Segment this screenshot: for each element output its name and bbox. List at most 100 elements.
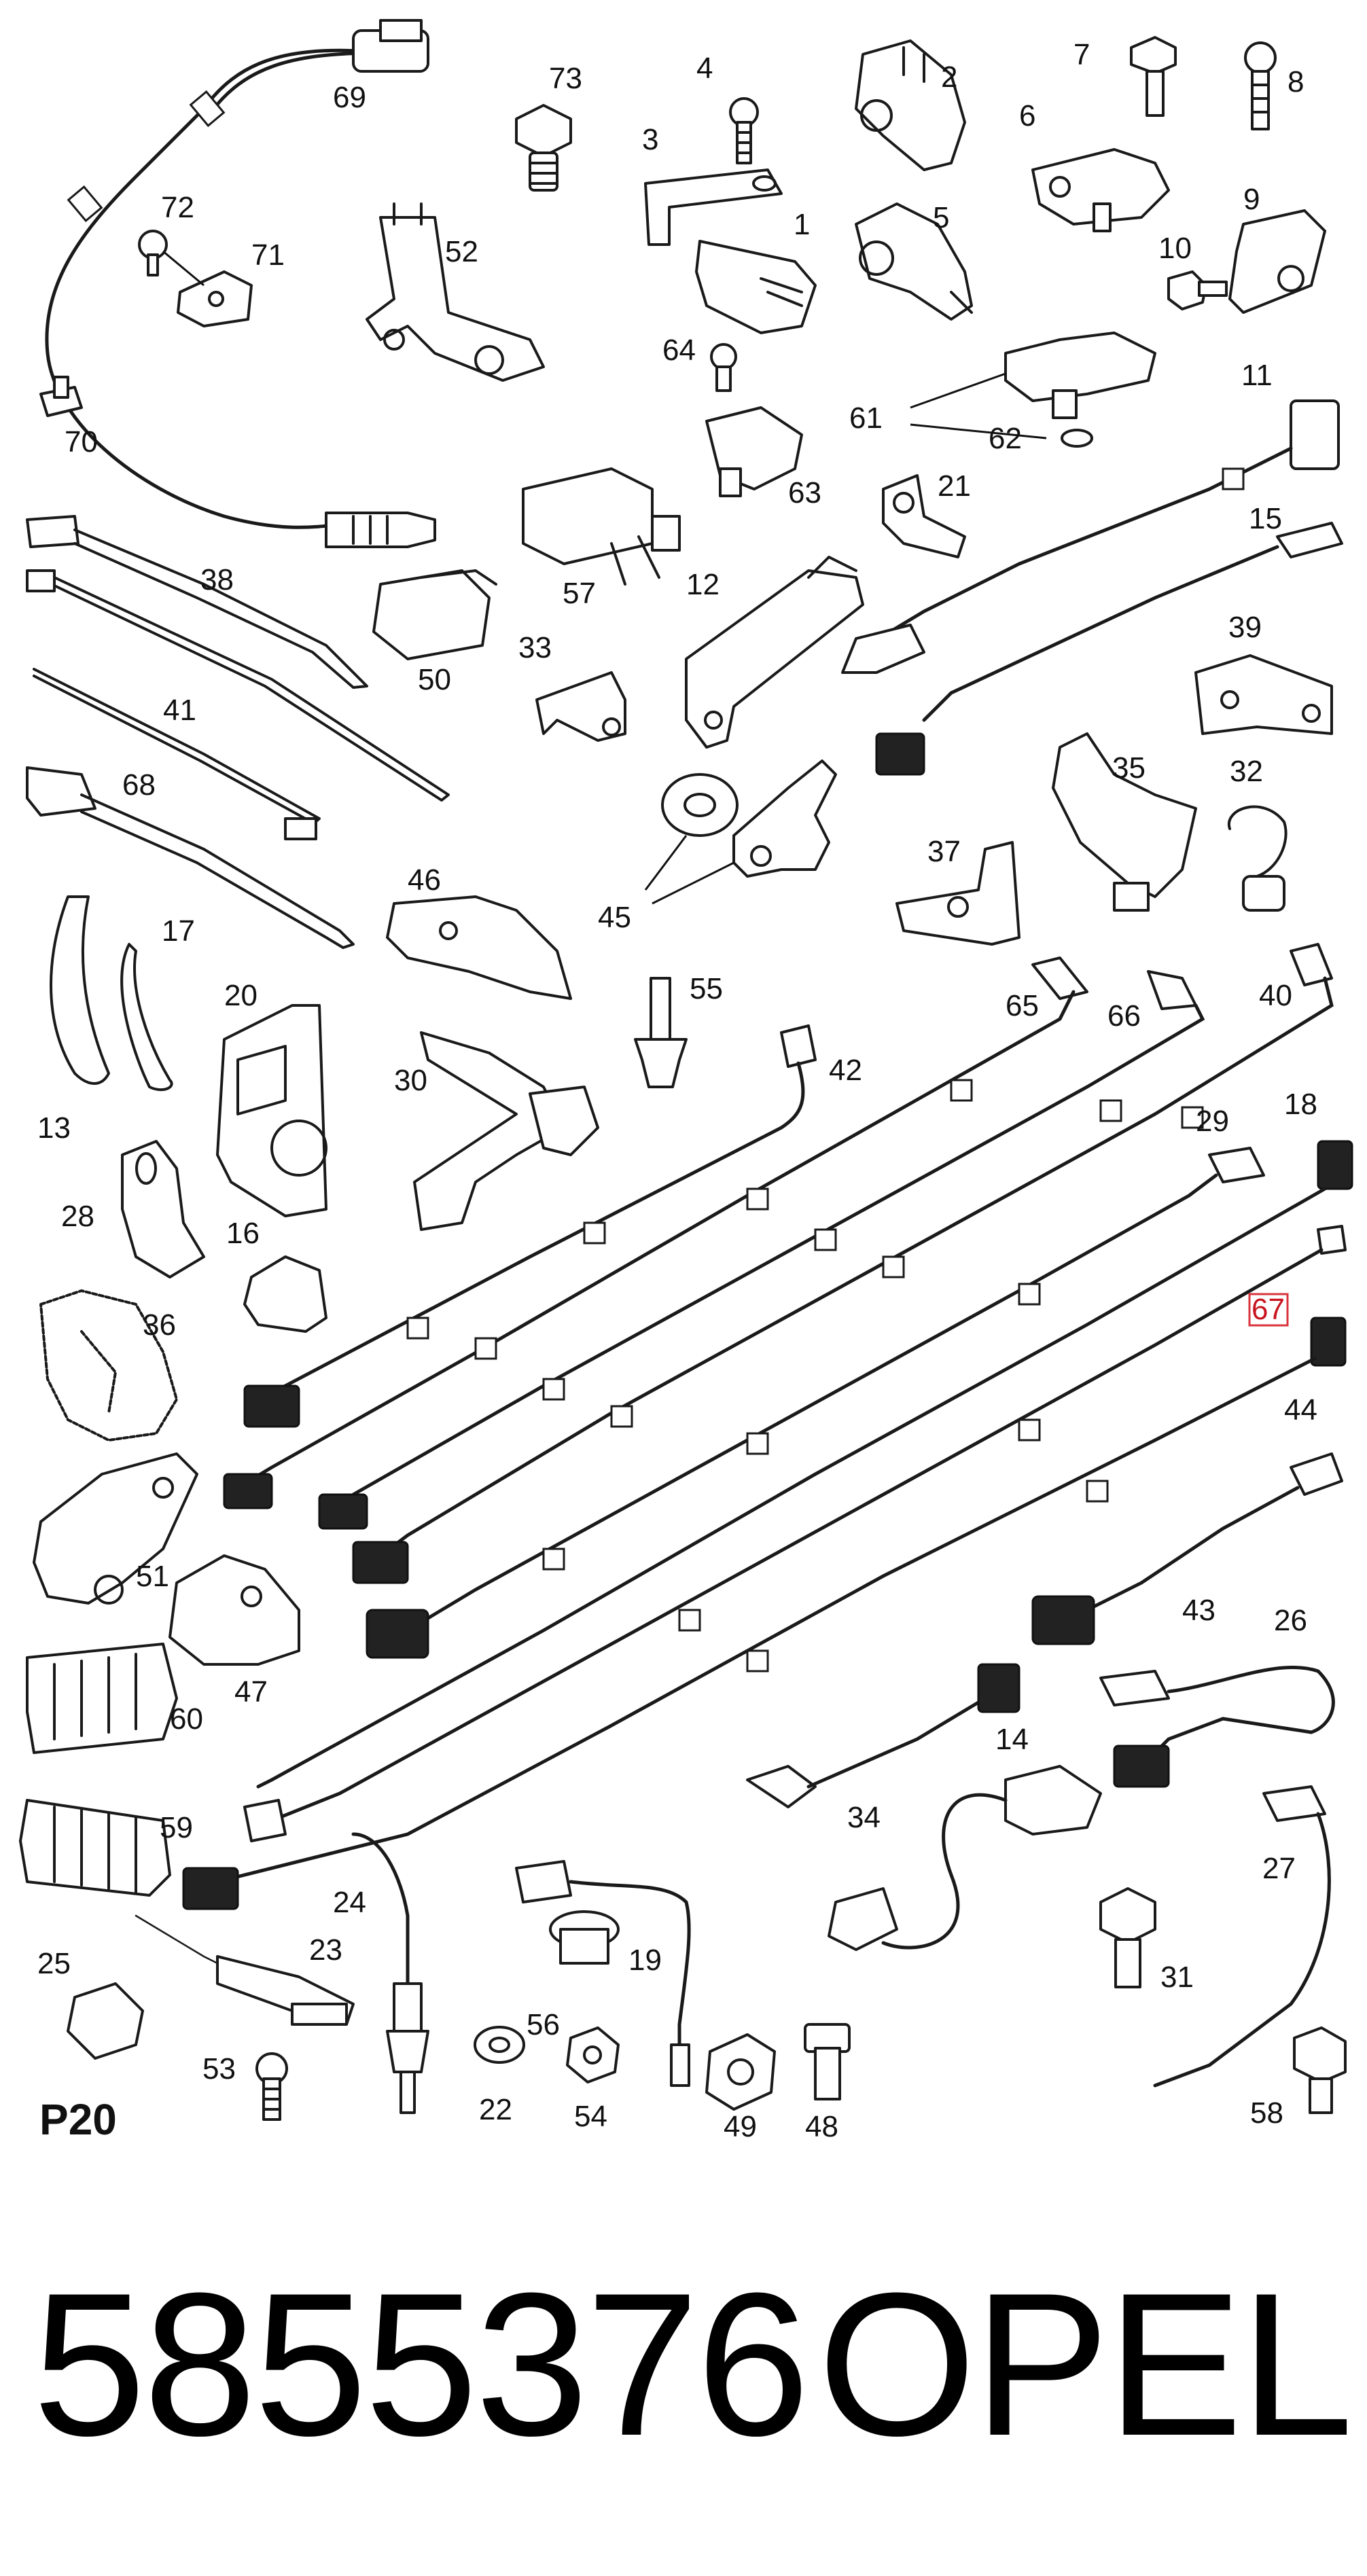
part-44-sensor-cable <box>182 1317 1347 1910</box>
callout-30: 30 <box>394 1064 427 1097</box>
part-7-bolt <box>1130 36 1177 117</box>
part-46-heat-shield <box>386 895 572 1000</box>
part-64-bolt <box>710 343 737 392</box>
callout-31: 31 <box>1160 1961 1194 1994</box>
part-58-bolt <box>1293 2026 1347 2114</box>
callout-8: 8 <box>1288 65 1304 99</box>
part-27-sensor-cable <box>1153 1785 1331 2088</box>
callout-19: 19 <box>628 1944 662 1977</box>
callout-4: 4 <box>696 52 713 85</box>
part-17-cable-tie <box>120 943 173 1092</box>
callout-67: 67 <box>1251 1293 1285 1326</box>
part-14-sensor <box>746 1663 1020 1808</box>
callout-11: 11 <box>1241 359 1273 392</box>
part-52-bracket <box>366 202 545 382</box>
part-45-bracket <box>652 759 837 905</box>
callout-26: 26 <box>1274 1604 1307 1637</box>
part-55-push-pin <box>634 977 688 1088</box>
part-47-bracket <box>168 1554 300 1666</box>
part-33-bracket <box>535 671 626 742</box>
part-71-bracket <box>177 270 253 327</box>
part-29-sensor-cable <box>366 1147 1265 1659</box>
callout-29: 29 <box>1196 1105 1229 1138</box>
part-68-cable-tie <box>26 766 355 949</box>
part-57-sensor <box>522 467 681 586</box>
part-72-bolt <box>138 230 205 287</box>
callout-59: 59 <box>160 1811 193 1844</box>
callout-44: 44 <box>1284 1393 1317 1427</box>
callout-52: 52 <box>445 235 478 268</box>
callout-62: 62 <box>989 422 1022 455</box>
callout-72: 72 <box>161 191 194 224</box>
callout-40: 40 <box>1259 979 1292 1012</box>
part-4-bolt <box>729 97 759 164</box>
part-16-clip <box>243 1255 327 1333</box>
part-53-bolt <box>255 2052 288 2121</box>
part-40-sensor-cable <box>352 943 1334 1584</box>
part-25-clip <box>67 1982 144 2060</box>
part-43-sensor <box>1031 1452 1343 1645</box>
part-22-nut <box>474 2026 525 2064</box>
part-9-sensor <box>1228 209 1326 314</box>
callout-41: 41 <box>163 694 196 727</box>
callout-21: 21 <box>938 469 971 503</box>
callout-55: 55 <box>690 972 723 1005</box>
part-6-sensor <box>1031 148 1170 232</box>
part-24-sensor <box>351 1832 429 2114</box>
part-65-sensor-cable <box>223 956 1088 1509</box>
callout-65: 65 <box>1006 989 1039 1022</box>
part-41-cable-tie <box>26 569 450 840</box>
parts-diagram: 1 2 3 4 5 6 7 8 9 10 11 12 13 14 15 16 1… <box>19 19 1353 2144</box>
part-11-harness <box>841 399 1340 674</box>
callout-64: 64 <box>662 334 696 367</box>
part-18-connector <box>256 1140 1353 1789</box>
part-38-cable-tie <box>26 515 368 689</box>
part-73-bolt <box>515 104 572 192</box>
callout-16: 16 <box>226 1217 260 1250</box>
part-21-bracket <box>882 474 966 558</box>
part-32-clamp <box>1227 805 1288 912</box>
part-69-sensor-cable <box>45 19 436 548</box>
callout-53: 53 <box>202 2052 236 2086</box>
section-code: P20 <box>39 2095 117 2144</box>
callout-48: 48 <box>805 2110 838 2143</box>
part-56-grommet <box>549 1910 620 1965</box>
callout-22: 22 <box>479 2093 512 2126</box>
callout-73: 73 <box>549 62 582 95</box>
callout-33: 33 <box>518 631 552 664</box>
callout-7: 7 <box>1073 38 1090 71</box>
part-45-washer <box>644 773 739 891</box>
part-66-sensor-cable <box>318 970 1205 1530</box>
part-2-sensor <box>855 39 966 171</box>
callout-5: 5 <box>933 201 949 234</box>
callout-24: 24 <box>333 1886 366 1919</box>
callout-61: 61 <box>849 401 883 435</box>
part-39-bracket <box>1194 654 1333 735</box>
part-34-sensor <box>828 1765 1102 1951</box>
callout-1: 1 <box>794 208 810 241</box>
part-26-sensor <box>1099 1665 1335 1788</box>
callout-43: 43 <box>1182 1594 1215 1627</box>
part-50-sensor <box>372 569 497 660</box>
part-62-seal <box>910 423 1093 448</box>
highlight-box <box>1248 1293 1289 1327</box>
callout-47: 47 <box>234 1675 268 1709</box>
callout-57: 57 <box>563 577 596 610</box>
callout-49: 49 <box>724 2110 757 2143</box>
part-36-mount <box>39 1289 178 1442</box>
callout-68: 68 <box>122 768 156 802</box>
callout-18: 18 <box>1284 1088 1317 1121</box>
part-48-bolt <box>804 2023 851 2100</box>
part-20-bracket <box>216 1004 327 1217</box>
callout-70: 70 <box>65 425 98 459</box>
part-70-grommet <box>39 376 83 417</box>
callout-56: 56 <box>527 2008 560 2041</box>
part-51-bracket <box>33 1452 198 1605</box>
callout-66: 66 <box>1107 999 1141 1033</box>
part-28-clamp <box>121 1140 205 1278</box>
callout-13: 13 <box>37 1111 71 1145</box>
callout-51: 51 <box>136 1560 169 1593</box>
callout-34: 34 <box>847 1801 881 1834</box>
part-67-sensor-cable <box>243 1225 1347 1842</box>
callout-37: 37 <box>927 835 961 868</box>
